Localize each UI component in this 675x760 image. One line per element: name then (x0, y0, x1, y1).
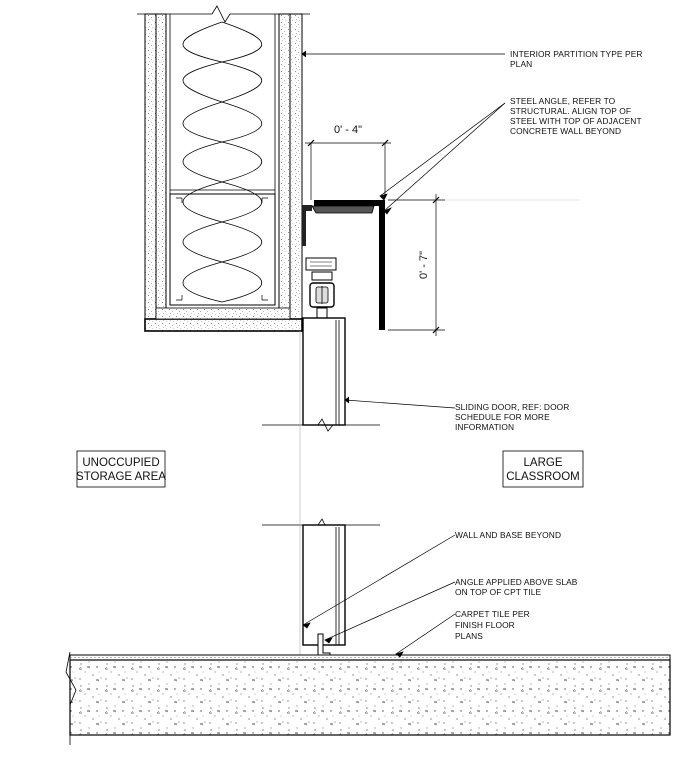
room-tag-storage-line-1: UNOCCUPIED (82, 457, 159, 469)
note-partition: INTERIOR PARTITION TYPE PER PLAN (510, 49, 643, 69)
note-sliding-door: SLIDING DOOR, REF: DOOR SCHEDULE FOR MOR… (455, 402, 569, 432)
note-wall-base: WALL AND BASE BEYOND (455, 530, 561, 540)
note-partition-line-1: INTERIOR PARTITION TYPE PER (510, 49, 643, 59)
room-tag-classroom: LARGE CLASSROOM (502, 450, 584, 488)
note-steel-angle-line-1: STEEL ANGLE, REFER TO (510, 96, 616, 106)
note-steel-angle: STEEL ANGLE, REFER TO STRUCTURAL. ALIGN … (510, 96, 642, 136)
dimension-label-7in: 0' - 7" (418, 251, 430, 279)
leader-lines (301, 50, 506, 658)
steel-angle (311, 200, 385, 330)
sliding-door-lower (262, 518, 380, 646)
note-carpet-line-2: FINISH FLOOR (455, 620, 515, 630)
door-track-hardware (302, 205, 337, 319)
note-angle-applied: ANGLE APPLIED ABOVE SLAB ON TOP OF CPT T… (455, 577, 578, 597)
note-angle-applied-line-2: ON TOP OF CPT TILE (455, 587, 542, 597)
note-angle-applied-line-1: ANGLE APPLIED ABOVE SLAB (455, 577, 578, 587)
concrete-slab (65, 651, 671, 745)
room-tag-storage: UNOCCUPIED STORAGE AREA (76, 450, 166, 488)
note-steel-angle-line-2: STRUCTURAL. ALIGN TOP OF (510, 106, 631, 116)
room-tag-classroom-line-1: LARGE (524, 457, 563, 469)
note-steel-angle-line-4: CONCRETE WALL BEYOND (510, 126, 621, 136)
note-sliding-door-line-2: SCHEDULE FOR MORE (455, 412, 550, 422)
note-steel-angle-line-3: STEEL WITH TOP OF ADJACENT (510, 116, 642, 126)
note-partition-line-2: PLAN (510, 59, 532, 69)
note-sliding-door-line-3: INFORMATION (455, 422, 514, 432)
dimension-vertical: 0' - 7" (388, 194, 445, 336)
note-sliding-door-line-1: SLIDING DOOR, REF: DOOR (455, 402, 569, 412)
sliding-door-upper (262, 317, 380, 432)
note-carpet-tile: CARPET TILE PER FINISH FLOOR PLANS (455, 609, 530, 641)
dimension-label-4in: 0' - 4" (334, 124, 362, 136)
note-wall-base-line-1: WALL AND BASE BEYOND (455, 530, 561, 540)
dimension-horizontal: 0' - 4" (305, 124, 391, 200)
room-tag-classroom-line-2: CLASSROOM (506, 471, 580, 483)
room-tag-storage-line-2: STORAGE AREA (76, 471, 166, 483)
interior-partition-wall (137, 5, 310, 332)
note-carpet-line-3: PLANS (455, 631, 483, 641)
note-carpet-line-1: CARPET TILE PER (455, 609, 530, 619)
